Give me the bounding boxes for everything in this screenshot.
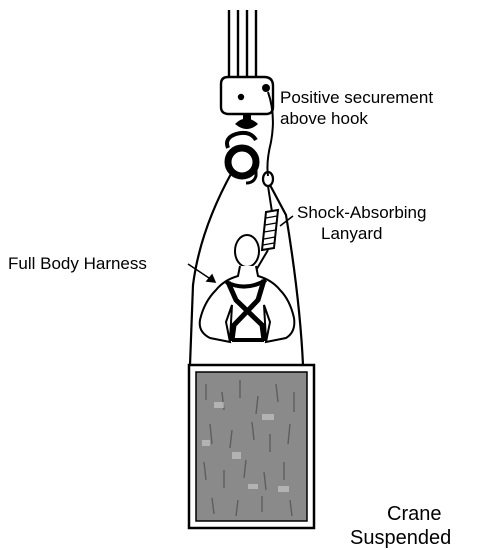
wire-ropes xyxy=(229,10,256,78)
positive-securement-label-line1: Positive securement xyxy=(280,87,433,108)
full-body-harness-label: Full Body Harness xyxy=(8,253,147,274)
shock-absorbing-label-line2: Lanyard xyxy=(297,223,426,244)
hook-block xyxy=(221,77,273,129)
positive-securement-label: Positive securement above hook xyxy=(280,87,433,129)
crane-subtitle-label: Suspended xyxy=(350,526,451,550)
crane-label: Crane xyxy=(387,502,441,526)
platform-panel xyxy=(189,365,314,528)
shock-absorbing-lanyard-label: Shock-Absorbing Lanyard xyxy=(297,202,426,244)
positive-securement-label-line2: above hook xyxy=(280,108,433,129)
shock-absorbing-label-line1: Shock-Absorbing xyxy=(297,202,426,223)
worker-figure xyxy=(200,235,295,342)
